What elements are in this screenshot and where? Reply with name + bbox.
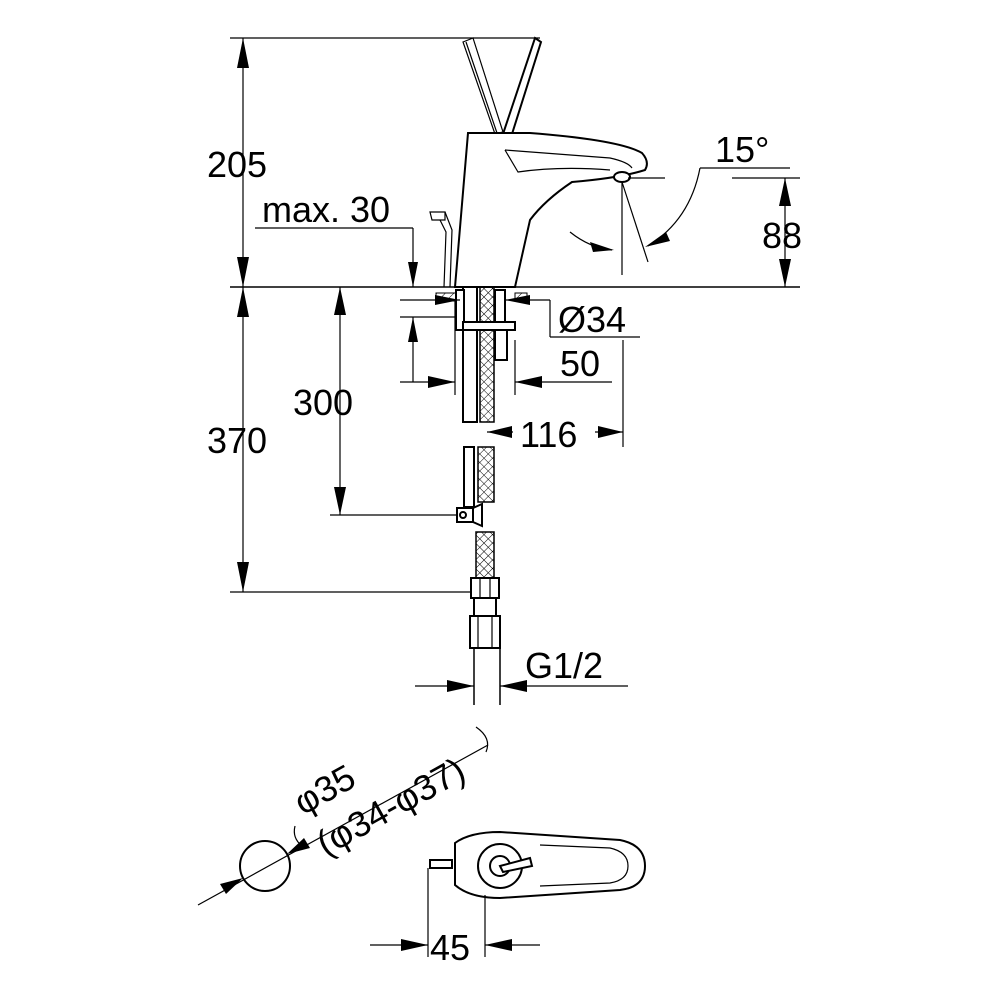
faucet-body	[429, 36, 648, 288]
dimension-300	[330, 287, 458, 516]
dimension-g12	[415, 680, 628, 692]
dimension-116	[487, 340, 624, 447]
max-thickness-label: max. 30	[262, 189, 390, 230]
offset-50-label: 50	[560, 343, 600, 384]
outlet-height-label: 88	[762, 215, 802, 256]
handle-offset-label: 45	[430, 927, 470, 968]
hose-length-label: 300	[293, 382, 353, 423]
dimension-205	[230, 37, 540, 287]
faucet-top-view	[429, 830, 647, 900]
hole-diameter-label: Ø34	[558, 299, 626, 340]
mounting-assembly	[435, 286, 528, 705]
total-length-label: 370	[207, 420, 267, 461]
dimension-max30	[255, 227, 460, 382]
spout-height-label: 205	[207, 144, 267, 185]
projection-label: 116	[520, 414, 577, 455]
dimension-15deg	[569, 167, 790, 275]
dimension-45	[370, 868, 540, 957]
dimension-50	[400, 300, 612, 395]
thread-label: G1/2	[525, 645, 603, 686]
dimension-88	[732, 177, 800, 287]
dimension-dia34	[400, 295, 640, 338]
spout-angle-label: 15°	[715, 129, 769, 170]
dimension-370	[230, 287, 472, 593]
mounting-hole-view	[197, 726, 489, 906]
